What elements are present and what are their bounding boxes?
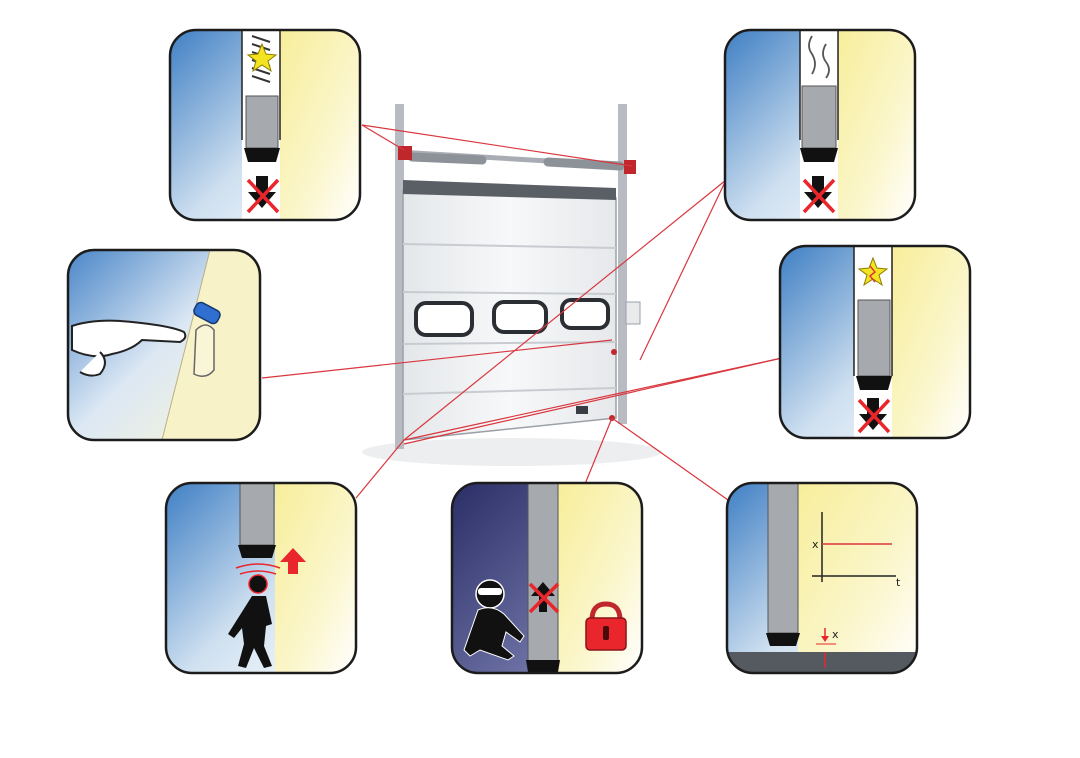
leader-line: [403, 357, 783, 445]
door-bottom-seal: [238, 545, 276, 558]
door-handle: [576, 406, 588, 414]
leader-line: [361, 124, 633, 167]
door-section: [857, 299, 891, 377]
spring-bracket-right: [624, 160, 636, 174]
sectional-door: [362, 104, 662, 466]
leader-line: [361, 124, 405, 151]
door-section: [767, 482, 799, 634]
cross-out-arrow-icon: [246, 176, 280, 214]
burglar-lock-icon: [463, 579, 627, 661]
photocell-person-icon: [228, 548, 306, 668]
panel-seam: [402, 291, 617, 295]
torsion-spring-left: [407, 152, 487, 165]
panel-cable-break: [723, 28, 917, 222]
torsion-spring-right: [543, 157, 625, 171]
panel-burglar-lock: [450, 481, 644, 675]
wall-control-box: [625, 301, 641, 325]
finger-pinch-icon: [71, 301, 221, 377]
leader-lines: [261, 124, 783, 501]
door-shadow: [362, 438, 662, 466]
door-section: [245, 95, 279, 149]
leader-line: [261, 339, 613, 379]
graph-x-label: x: [812, 538, 819, 551]
door-bottom-seal: [526, 660, 560, 672]
leader-line: [584, 417, 613, 485]
door-window: [560, 298, 610, 330]
overrun-graph-icon: x t x: [812, 512, 901, 668]
panel-seam: [402, 387, 617, 395]
door-section: [801, 85, 837, 149]
cross-out-arrow-icon: [857, 398, 891, 434]
panel-motor-fault: [778, 244, 972, 440]
leader-line: [403, 357, 783, 441]
door-section: [527, 482, 559, 664]
cable-break-icon: [808, 35, 830, 79]
leader-line: [355, 439, 405, 499]
panel-photocell-person: [164, 481, 358, 675]
left-guide-rail: [395, 104, 404, 449]
photocell-emitter: [611, 349, 617, 355]
door-bottom-seal: [244, 148, 280, 162]
floor: [727, 652, 917, 673]
door-top-seal: [403, 180, 616, 200]
leader-line: [403, 179, 727, 441]
leader-line: [639, 179, 727, 361]
door-bottom-seal: [800, 148, 838, 162]
door-window: [492, 300, 548, 334]
door-bottom-seal: [856, 376, 892, 390]
door-window: [414, 301, 474, 337]
panel-overrun-graph: x t x: [725, 481, 919, 675]
motor-fault-icon: [857, 256, 889, 287]
leader-line: [611, 417, 729, 501]
panel-seam: [402, 341, 617, 345]
spring-bracket-left: [398, 146, 412, 160]
door-section: [239, 482, 275, 546]
panel-spring-break: [168, 28, 362, 222]
graph-t-label: t: [896, 576, 901, 589]
cross-out-arrow-icon: [802, 176, 836, 214]
spring-break-icon: [246, 35, 278, 83]
pinch-guard: [193, 301, 221, 325]
door-bottom-seal: [766, 633, 800, 646]
gap-x-label: x: [832, 628, 839, 641]
panel-finger-pinch: [66, 248, 262, 442]
panel-seam: [402, 243, 617, 249]
